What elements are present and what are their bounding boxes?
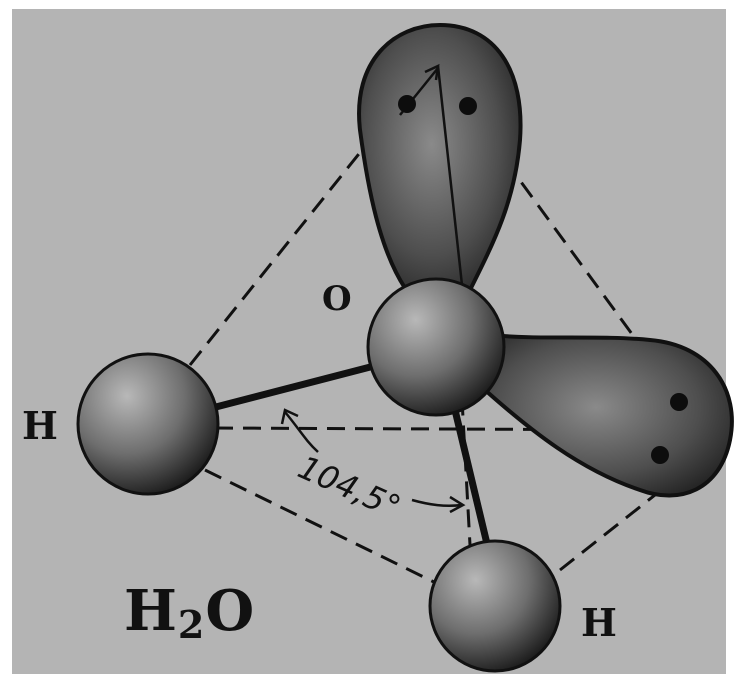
edge-top-right [505,160,640,345]
lone-pair-lobe-right [485,335,732,496]
electron-dot [459,97,477,115]
electron-dot [670,393,688,411]
edge-right-h2 [560,495,655,570]
oxygen-label: O [322,282,352,316]
formula-label: H2O [124,583,255,644]
edge-h1-top [190,150,362,365]
bond-o-h-right [455,410,488,548]
hydrogen-atom-left [78,354,218,494]
bond-o-h-left [212,365,378,408]
electron-dot [398,95,416,113]
hydrogen-label-right: H [581,604,617,642]
hydrogen-atom-right [430,541,560,671]
electron-dot [651,446,669,464]
oxygen-atom [368,279,504,415]
hydrogen-label-left: H [22,407,58,445]
lone-pair-lobe-top [359,25,521,290]
